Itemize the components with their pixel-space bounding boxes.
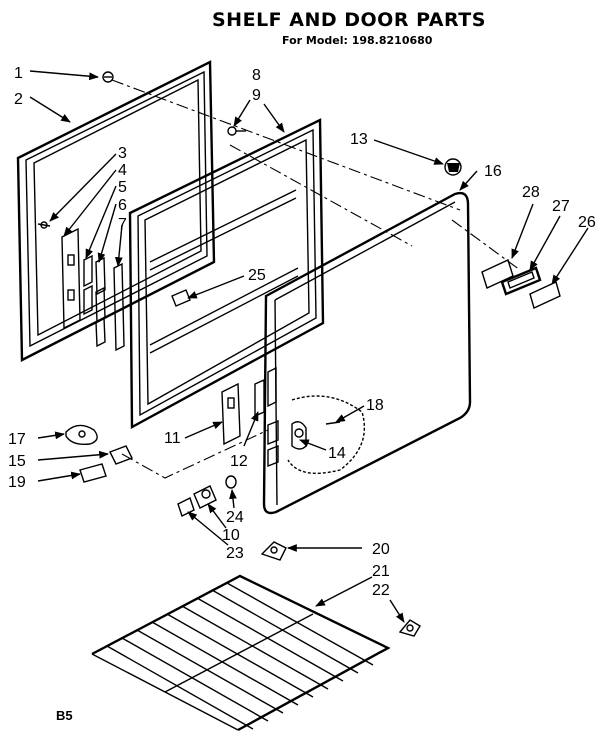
callout-13: 13 xyxy=(350,131,368,148)
inner-door-panel xyxy=(128,118,325,430)
callout-21: 21 xyxy=(372,563,390,580)
callout-17: 17 xyxy=(8,431,26,448)
hinge-pin-assembly xyxy=(177,475,237,517)
wire-shelf xyxy=(91,574,391,732)
callout-4: 4 xyxy=(118,162,127,179)
model-subtitle: For Model: 198.8210680 xyxy=(282,34,433,47)
callout-19: 19 xyxy=(8,474,26,491)
shelf-support-part-20 xyxy=(260,541,287,561)
callout-7: 7 xyxy=(118,216,127,233)
door-cutout-outline xyxy=(287,395,366,474)
screw-part-18 xyxy=(325,421,341,425)
leader-dashed-3 xyxy=(451,219,521,271)
callout-1: 1 xyxy=(14,65,23,82)
callout-15: 15 xyxy=(8,453,26,470)
plug-part-13 xyxy=(444,158,462,176)
leader-dashed-4 xyxy=(121,429,269,479)
callout-arrows xyxy=(29,70,589,623)
footer-code: B5 xyxy=(56,708,73,723)
callout-2: 2 xyxy=(14,91,23,108)
callout-6: 6 xyxy=(118,197,127,214)
callout-14: 14 xyxy=(328,445,346,462)
part-19-bracket xyxy=(79,463,107,483)
callout-5: 5 xyxy=(118,179,127,196)
screw-part-8 xyxy=(227,126,246,136)
callout-11: 11 xyxy=(164,430,181,447)
screw-part-1 xyxy=(102,71,114,83)
callout-28: 28 xyxy=(522,184,540,201)
part-27-gasket xyxy=(500,266,542,296)
callout-24: 24 xyxy=(226,509,244,526)
callout-26: 26 xyxy=(578,214,596,231)
callout-18: 18 xyxy=(366,397,384,414)
outer-door xyxy=(262,191,472,515)
callout-10: 10 xyxy=(222,527,240,544)
door-latch-parts xyxy=(221,366,279,468)
callout-8: 8 xyxy=(252,67,261,84)
latch-cam-part-14 xyxy=(291,421,307,450)
callout-16: 16 xyxy=(484,163,502,180)
callout-9: 9 xyxy=(252,87,261,104)
diagram-title: SHELF AND DOOR PARTS xyxy=(212,9,486,31)
shelf-support-part-22 xyxy=(398,619,421,637)
callout-labels: 1 2 3 4 5 6 7 8 9 10 11 12 13 14 15 16 1… xyxy=(8,65,596,599)
callout-20: 20 xyxy=(372,541,390,558)
leader-dashed-2 xyxy=(229,144,413,247)
door-gasket-frame xyxy=(16,60,216,362)
part-26-pad xyxy=(529,281,561,309)
part-17-clip xyxy=(65,424,98,446)
callout-23: 23 xyxy=(226,545,244,562)
callout-25: 25 xyxy=(248,267,266,284)
callout-22: 22 xyxy=(372,582,390,599)
callout-3: 3 xyxy=(118,145,127,162)
part-15-spacer xyxy=(109,445,133,465)
callout-12: 12 xyxy=(230,453,248,470)
leader-dashed-1 xyxy=(111,79,461,211)
callout-27: 27 xyxy=(552,198,570,215)
shelf-bracket xyxy=(171,289,191,307)
part-28-pad xyxy=(481,259,514,289)
